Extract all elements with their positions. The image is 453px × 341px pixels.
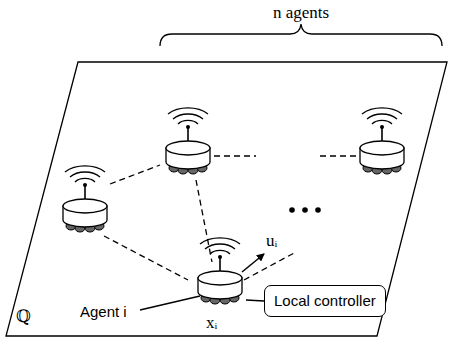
state-label: xᵢ bbox=[206, 314, 217, 331]
comm-links bbox=[104, 100, 356, 280]
brace bbox=[160, 24, 442, 46]
plane bbox=[6, 62, 447, 336]
plane-label: ℚ bbox=[16, 308, 31, 325]
input-label: uᵢ bbox=[266, 232, 277, 249]
robot bbox=[198, 238, 242, 304]
robot bbox=[166, 108, 210, 174]
input-arrow bbox=[242, 254, 264, 272]
robot bbox=[360, 108, 404, 174]
ellipsis-dots bbox=[289, 207, 321, 213]
agent-label: Agent i bbox=[80, 304, 127, 319]
controller-box: Local controller bbox=[264, 285, 386, 317]
leader-line bbox=[140, 296, 200, 310]
leader-line bbox=[246, 300, 264, 301]
robot bbox=[63, 166, 107, 232]
group-label: n agents bbox=[273, 4, 329, 21]
node-text: Local controller bbox=[274, 292, 376, 310]
